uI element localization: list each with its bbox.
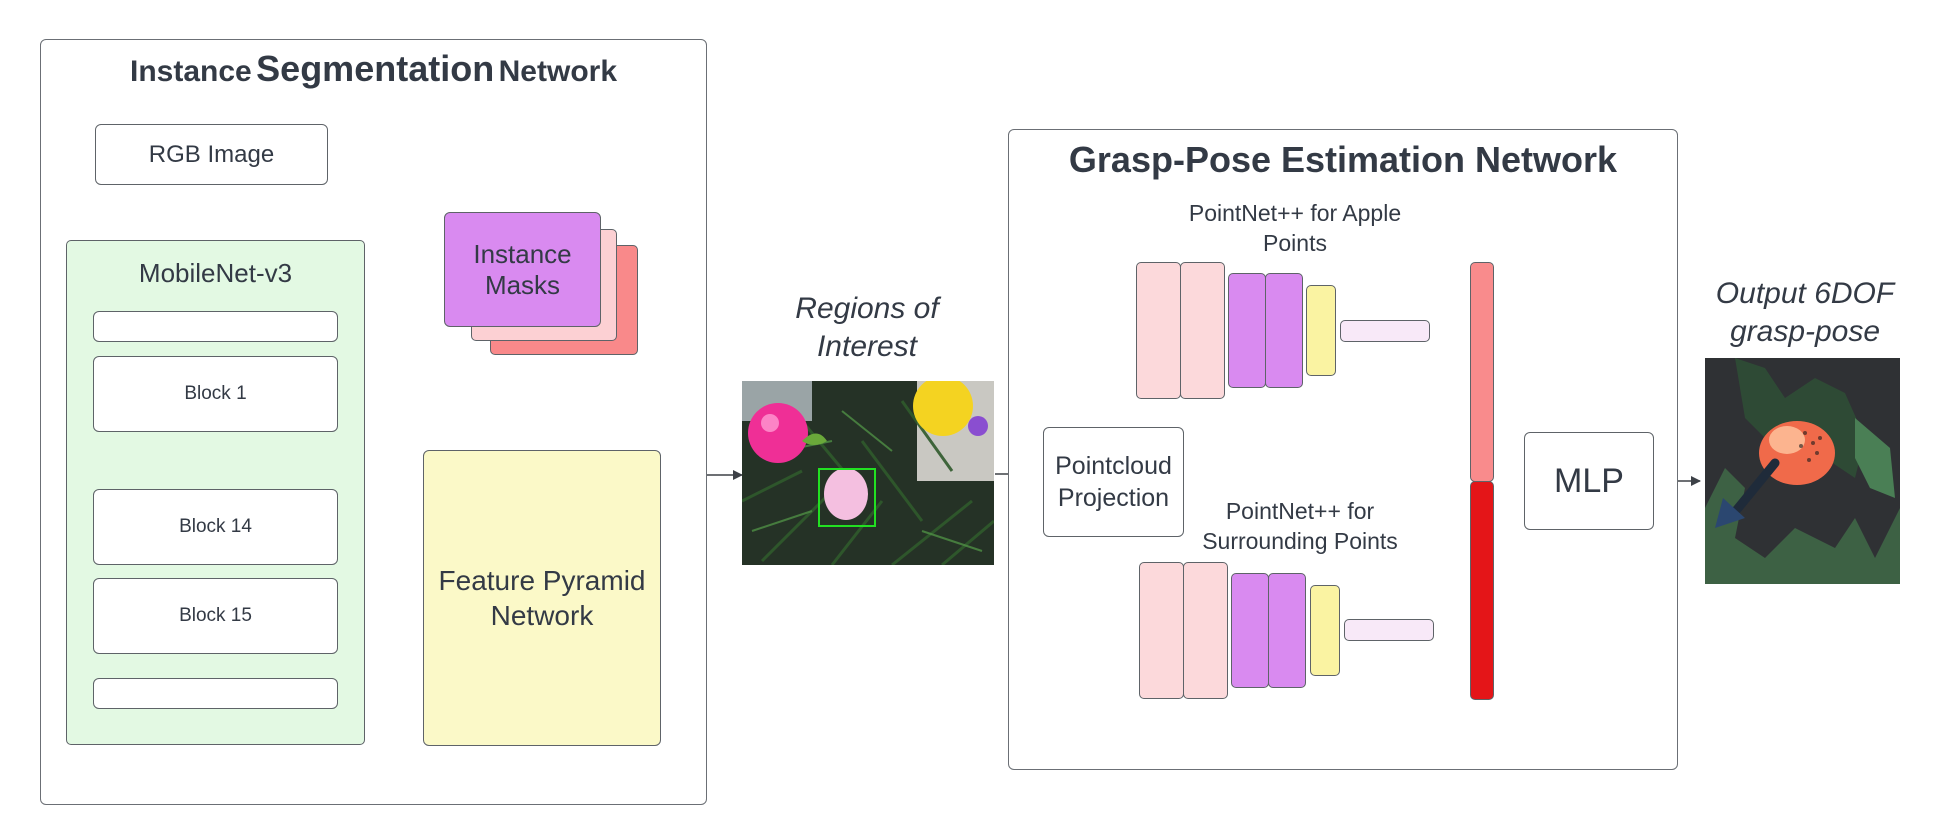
apple-feature-vector xyxy=(1340,320,1430,342)
backbone-block-first xyxy=(93,311,338,342)
masks-label: Instance Masks xyxy=(473,238,572,300)
pointnet-surround-label: PointNet++ for Surrounding Points xyxy=(1202,498,1398,554)
apple-pointnet-block-4 xyxy=(1265,273,1303,388)
roi-bounding-box xyxy=(818,468,876,527)
surround-pointnet-block-4 xyxy=(1268,573,1306,688)
block-1-label: Block 1 xyxy=(184,383,247,404)
surround-pointnet-block-1 xyxy=(1139,562,1184,699)
mlp-box: MLP xyxy=(1524,432,1654,530)
grasp-pose-title: Grasp-Pose Estimation Network xyxy=(1068,139,1618,180)
block-15-label: Block 15 xyxy=(179,605,252,626)
backbone-block-14: Block 14 xyxy=(93,489,338,565)
rgb-image-label: RGB Image xyxy=(148,140,275,168)
roi-label: Regions of Interest xyxy=(795,292,939,363)
title-word-network: Network xyxy=(498,55,617,88)
feature-pyramid-network: Feature Pyramid Network xyxy=(423,450,661,746)
title-word-segmentation: Segmentation xyxy=(256,48,495,89)
apple-pointnet-block-1 xyxy=(1136,262,1181,399)
backbone-block-last xyxy=(93,678,338,709)
roi-image xyxy=(742,381,994,565)
backbone-block-15: Block 15 xyxy=(93,578,338,654)
fpn-label: Feature Pyramid Network xyxy=(438,565,646,631)
output-image xyxy=(1705,358,1900,584)
mobilenet-label: MobileNet-v3 xyxy=(138,258,293,288)
pointnet-apple-label: PointNet++ for Apple Points xyxy=(1188,200,1402,256)
apple-pointnet-block-5 xyxy=(1306,285,1336,376)
pointcloud-projection: Pointcloud Projection xyxy=(1043,427,1184,537)
roi-image-drawing xyxy=(742,381,994,565)
instance-segmentation-title: Instance Segmentation Network xyxy=(40,48,707,90)
block-14-label: Block 14 xyxy=(179,516,252,537)
instance-masks: Instance Masks xyxy=(444,212,601,327)
apple-pointnet-block-2 xyxy=(1180,262,1225,399)
pointcloud-label: Pointcloud Projection xyxy=(1055,452,1172,512)
surround-pointnet-block-3 xyxy=(1231,573,1269,688)
rgb-image-box: RGB Image xyxy=(95,124,328,185)
backbone-block-1: Block 1 xyxy=(93,356,338,432)
mlp-label: MLP xyxy=(1554,461,1624,500)
output-render-drawing xyxy=(1705,358,1900,584)
apple-pointnet-block-3 xyxy=(1228,273,1266,388)
concat-feature-top xyxy=(1470,262,1494,482)
concat-feature-bottom xyxy=(1470,481,1494,700)
surround-pointnet-block-2 xyxy=(1183,562,1228,699)
surround-feature-vector xyxy=(1344,619,1434,641)
output-label: Output 6DOF grasp-pose xyxy=(1715,277,1895,348)
surround-pointnet-block-5 xyxy=(1310,585,1340,676)
title-word-instance: Instance xyxy=(129,55,252,88)
